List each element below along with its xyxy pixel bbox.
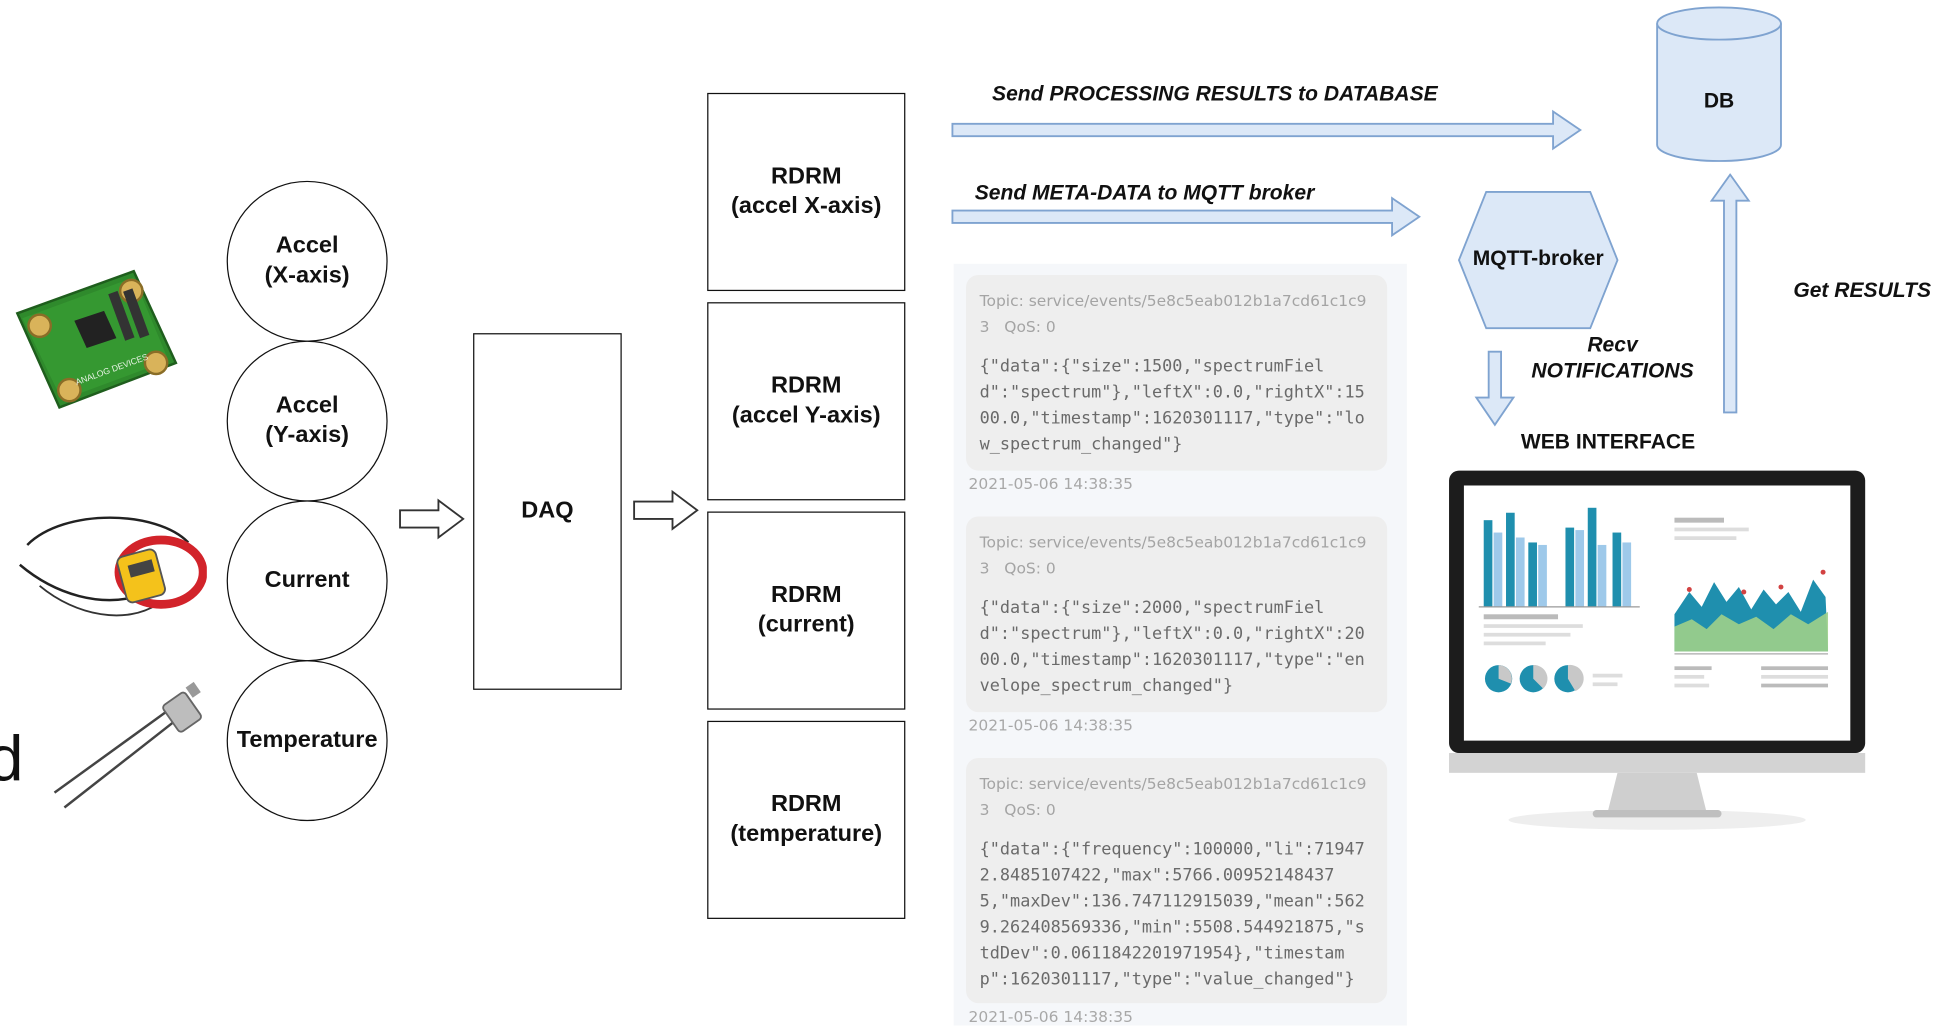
temperature-probe-image — [53, 681, 202, 809]
mqtt-broker-label: MQTT-broker — [1472, 246, 1604, 270]
label-send-metadata: Send META-DATA to MQTT broker — [974, 180, 1315, 205]
current-clamp-image — [19, 516, 207, 617]
arrow-send-processing — [951, 109, 1582, 151]
label-recv-notifications: Recv NOTIFICATIONS — [1531, 333, 1694, 383]
message-timestamp: 2021-05-06 14:38:35 — [968, 715, 1133, 735]
rdrm-accel-x: RDRM (accel X-axis) — [707, 92, 906, 292]
message-topic: Topic: service/events/5e8c5eab012b1a7cd6… — [979, 774, 1367, 819]
message-timestamp: 2021-05-06 14:38:35 — [968, 474, 1133, 493]
message-topic: Topic: service/events/5e8c5eab012b1a7cd6… — [979, 532, 1367, 578]
message-card: Topic: service/events/5e8c5eab012b1a7cd6… — [966, 274, 1388, 471]
daq-box: DAQ — [473, 333, 622, 690]
message-card: Topic: service/events/5e8c5eab012b1a7cd6… — [966, 757, 1388, 1004]
arrow-daq-to-rdrm — [633, 489, 699, 531]
arrow-recv-notifications — [1474, 350, 1516, 427]
arrow-get-results — [1709, 173, 1751, 414]
message-payload: {"data":{"size":1500,"spectrumField":"sp… — [979, 356, 1365, 455]
sensor-accel-x: Accel (X-axis) — [226, 180, 388, 342]
edge-text-fragment: d — [0, 725, 23, 794]
sensor-accel-y: Accel (Y-axis) — [226, 340, 388, 502]
rdrm-temperature: RDRM (temperature) — [707, 720, 906, 919]
message-payload: {"data":{"size":2000,"spectrumField":"sp… — [979, 598, 1365, 697]
web-interface-label: WEB INTERFACE — [1520, 429, 1696, 454]
message-card: Topic: service/events/5e8c5eab012b1a7cd6… — [966, 516, 1388, 713]
arrow-send-metadata — [951, 196, 1421, 238]
message-topic: Topic: service/events/5e8c5eab012b1a7cd6… — [979, 291, 1367, 336]
rdrm-accel-y: RDRM (accel Y-axis) — [707, 302, 906, 501]
label-send-processing: Send PROCESSING RESULTS to DATABASE — [992, 81, 1438, 106]
arrow-sensors-to-daq — [399, 498, 465, 540]
sensor-current: Current — [226, 500, 388, 662]
message-timestamp: 2021-05-06 14:38:35 — [968, 1006, 1133, 1026]
label-get-results: Get RESULTS — [1793, 278, 1931, 303]
database-cylinder — [1656, 6, 1782, 162]
accelerometer-board-image: ANALOG DEVICES — [15, 269, 178, 410]
mqtt-broker-hexagon — [1457, 191, 1619, 330]
monitor-dashboard-image — [1449, 470, 1866, 830]
sensor-temperature: Temperature — [226, 660, 388, 822]
rdrm-current: RDRM (current) — [707, 511, 906, 710]
database-label: DB — [1703, 89, 1735, 113]
message-payload: {"data":{"frequency":100000,"li":719472.… — [979, 839, 1365, 990]
